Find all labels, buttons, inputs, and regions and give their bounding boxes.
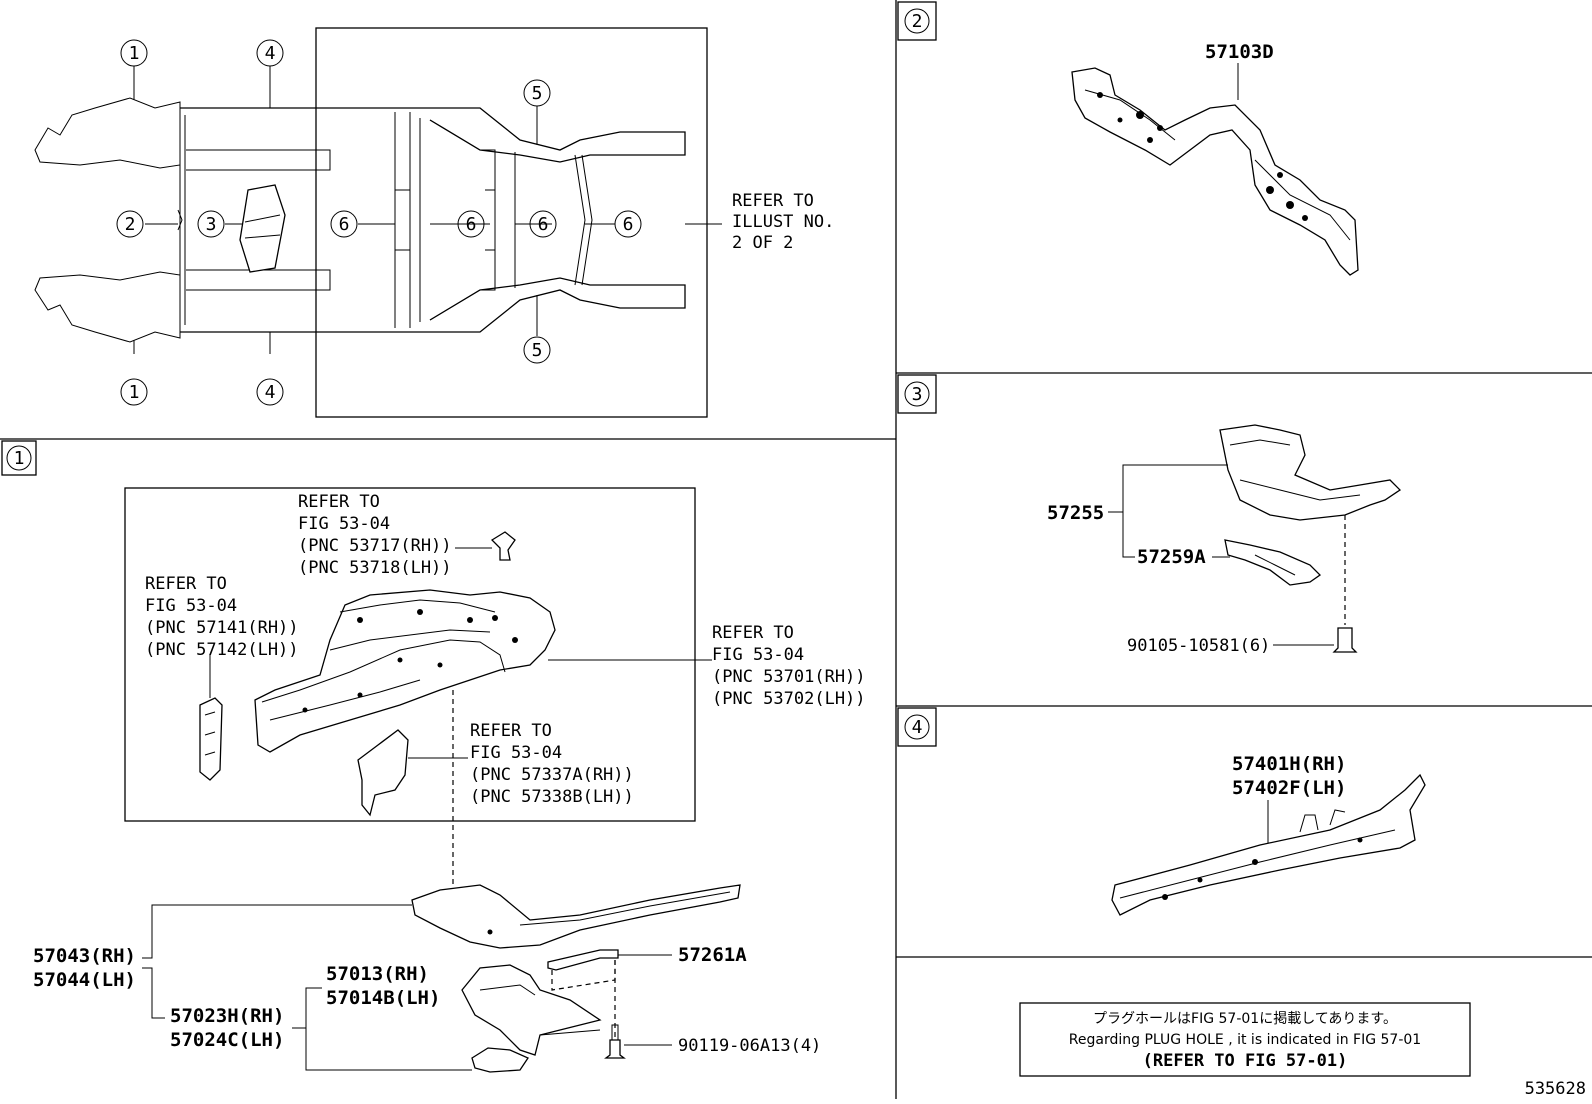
part-label-57013: 57013(RH) 57014B(LH) xyxy=(326,963,440,1009)
svg-text:ILLUST NO.: ILLUST NO. xyxy=(732,212,834,232)
callout-3: 3 xyxy=(197,210,225,238)
callout-6-a: 6 xyxy=(330,210,358,238)
part-label-90119: 90119-06A13(4) xyxy=(678,1036,821,1056)
refer-note-c: REFER TO FIG 53-04 (PNC 53701(RH)) (PNC … xyxy=(712,623,866,709)
svg-text:4: 4 xyxy=(912,717,923,738)
svg-text:(PNC 57141(RH)): (PNC 57141(RH)) xyxy=(145,618,299,638)
svg-text:REFER TO: REFER TO xyxy=(712,623,794,643)
overview-illustration: 1 4 5 2 3 6 6 6 6 5 1 4 xyxy=(34,27,834,418)
svg-text:(PNC 53718(LH)): (PNC 53718(LH)) xyxy=(298,558,452,578)
svg-text:3: 3 xyxy=(912,384,923,405)
svg-text:REFER TO: REFER TO xyxy=(145,574,227,594)
part-label-90105: 90105-10581(6) xyxy=(1127,636,1270,656)
callout-6-d: 6 xyxy=(614,210,642,238)
svg-text:4: 4 xyxy=(265,43,276,64)
plug-hole-note: プラグホールはFIG 57-01に掲載してあります。 Regarding PLU… xyxy=(1019,1002,1471,1077)
part-label-57023: 57023H(RH) 57024C(LH) xyxy=(170,1005,284,1051)
panel-4-badge: 4 xyxy=(897,707,937,747)
callout-1-top: 1 xyxy=(120,39,148,67)
callout-2: 2 xyxy=(116,210,144,238)
svg-text:5: 5 xyxy=(532,340,543,361)
callout-4-bottom: 4 xyxy=(256,378,284,406)
part-label-57103d: 57103D xyxy=(1205,41,1274,63)
refer-note-d: REFER TO FIG 53-04 (PNC 57337A(RH)) (PNC… xyxy=(470,721,634,807)
svg-text:(PNC 57142(LH)): (PNC 57142(LH)) xyxy=(145,640,299,660)
panel-1: 1 REFER TO FIG 53-04 (PNC 53717(RH)) (PN… xyxy=(1,440,866,1073)
svg-text:2: 2 xyxy=(125,214,136,235)
svg-text:(PNC 53702(LH)): (PNC 53702(LH)) xyxy=(712,689,866,709)
svg-text:FIG 53-04: FIG 53-04 xyxy=(712,645,804,665)
svg-text:6: 6 xyxy=(538,214,549,235)
part-label-57255: 57255 xyxy=(1047,502,1104,524)
overview-refer-note: REFER TO ILLUST NO. 2 OF 2 xyxy=(732,191,834,253)
part-label-57261a: 57261A xyxy=(678,944,747,966)
panel-2-badge: 2 xyxy=(897,1,937,41)
callout-6-c: 6 xyxy=(529,210,557,238)
svg-text:REFER TO: REFER TO xyxy=(470,721,552,741)
svg-text:6: 6 xyxy=(466,214,477,235)
svg-text:FIG 53-04: FIG 53-04 xyxy=(298,514,390,534)
callout-5-top: 5 xyxy=(523,79,551,107)
svg-text:5: 5 xyxy=(532,83,543,104)
callout-1-bottom: 1 xyxy=(120,378,148,406)
svg-text:1: 1 xyxy=(129,382,140,403)
svg-text:57024C(LH): 57024C(LH) xyxy=(170,1029,284,1051)
callout-6-b: 6 xyxy=(457,210,485,238)
callout-5-bottom: 5 xyxy=(523,336,551,364)
part-label-57043: 57043(RH) 57044(LH) xyxy=(33,945,136,991)
svg-text:57043(RH): 57043(RH) xyxy=(33,945,136,967)
svg-text:(REFER TO FIG 57-01): (REFER TO FIG 57-01) xyxy=(1143,1051,1348,1071)
panel-3: 3 57255 57259A 90105-10581(6) xyxy=(897,374,1402,656)
svg-text:57044(LH): 57044(LH) xyxy=(33,969,136,991)
refer-note-b: REFER TO FIG 53-04 (PNC 57141(RH)) (PNC … xyxy=(145,574,299,660)
svg-text:57023H(RH): 57023H(RH) xyxy=(170,1005,284,1027)
svg-text:4: 4 xyxy=(265,382,276,403)
svg-text:(PNC 57337A(RH)): (PNC 57337A(RH)) xyxy=(470,765,634,785)
svg-text:3: 3 xyxy=(206,214,217,235)
svg-text:1: 1 xyxy=(129,43,140,64)
svg-text:REFER TO: REFER TO xyxy=(298,492,380,512)
svg-text:Regarding PLUG HOLE , it is: Regarding PLUG HOLE , it is indicated in… xyxy=(1069,1032,1421,1048)
figure-id: 535628 xyxy=(1525,1079,1586,1099)
callout-4-top: 4 xyxy=(256,39,284,67)
part-label-57401h: 57401H(RH) xyxy=(1232,753,1346,775)
panel-2: 2 57103D xyxy=(897,1,1359,276)
svg-text:(PNC 57338B(LH)): (PNC 57338B(LH)) xyxy=(470,787,634,807)
part-label-57259a: 57259A xyxy=(1137,546,1206,568)
svg-text:FIG 53-04: FIG 53-04 xyxy=(470,743,562,763)
svg-text:2 OF 2: 2 OF 2 xyxy=(732,233,793,253)
svg-text:6: 6 xyxy=(339,214,350,235)
svg-text:57013(RH): 57013(RH) xyxy=(326,963,429,985)
panel-3-badge: 3 xyxy=(897,374,937,414)
refer-note-a: REFER TO FIG 53-04 (PNC 53717(RH)) (PNC … xyxy=(298,492,452,578)
svg-text:プラグホールはFIG 57-01に掲載してあります。: プラグホールはFIG 57-01に掲載してあります。 xyxy=(1093,1011,1397,1027)
part-label-57402f: 57402F(LH) xyxy=(1232,777,1346,799)
svg-text:1: 1 xyxy=(14,448,25,469)
svg-text:REFER TO: REFER TO xyxy=(732,191,814,211)
panel-1-badge: 1 xyxy=(1,440,37,476)
svg-text:(PNC 53717(RH)): (PNC 53717(RH)) xyxy=(298,536,452,556)
panel-4: 4 57401H(RH) 57402F(LH) xyxy=(897,707,1426,916)
svg-text:2: 2 xyxy=(912,11,923,32)
svg-text:FIG 53-04: FIG 53-04 xyxy=(145,596,237,616)
svg-text:57014B(LH): 57014B(LH) xyxy=(326,987,440,1009)
svg-text:6: 6 xyxy=(623,214,634,235)
svg-text:(PNC 53701(RH)): (PNC 53701(RH)) xyxy=(712,667,866,687)
